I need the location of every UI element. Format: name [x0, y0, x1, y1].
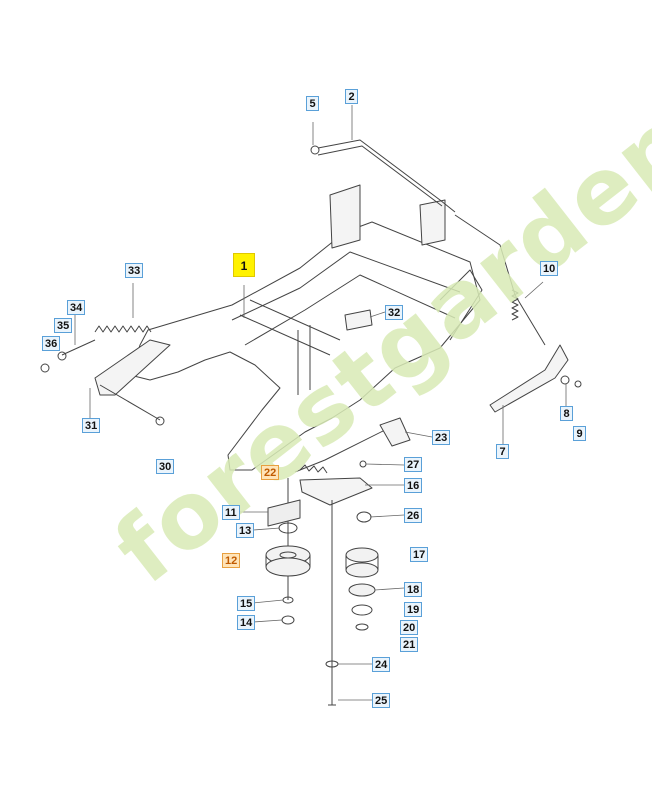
- callout-18: 18: [404, 582, 423, 597]
- pulley-12-bottom: [265, 557, 311, 577]
- callout-36: 36: [42, 336, 61, 351]
- callout-34: 34: [67, 300, 86, 315]
- callout-22: 22: [261, 465, 280, 480]
- callout-23: 23: [432, 430, 451, 445]
- frame-front-plate: [329, 184, 361, 249]
- bracket-11: [267, 499, 301, 527]
- top-rod: [317, 139, 456, 213]
- top-rod-end: [310, 145, 320, 155]
- callout-15: 15: [237, 596, 256, 611]
- spring-22: [299, 464, 328, 474]
- frame-crossbar: [239, 299, 341, 356]
- washer-20: [355, 623, 369, 631]
- frame-rail-left: [231, 251, 461, 321]
- arm-7: [489, 344, 569, 413]
- washer-35: [57, 351, 67, 361]
- link-rod-right: [454, 214, 546, 346]
- callout-14: 14: [237, 615, 256, 630]
- callout-5: 5: [306, 96, 319, 111]
- callout-27: 27: [404, 457, 423, 472]
- callout-11: 11: [222, 505, 240, 520]
- callout-24: 24: [372, 657, 391, 672]
- pulley-17-bottom: [345, 562, 379, 578]
- frame-rail-mid: [244, 274, 456, 346]
- callout-8: 8: [560, 406, 573, 421]
- bushing-26: [356, 511, 372, 523]
- nut-14: [281, 615, 295, 625]
- bolt-34: [61, 339, 96, 356]
- callout-19: 19: [404, 602, 423, 617]
- callout-16: 16: [404, 478, 423, 493]
- bolt-8: [560, 375, 570, 385]
- pivot-32: [344, 309, 373, 331]
- callout-9: 9: [573, 426, 586, 441]
- nut-9: [574, 380, 582, 388]
- bolt-25: [328, 690, 336, 706]
- nut-36: [40, 363, 50, 373]
- callout-20: 20: [400, 620, 419, 635]
- callout-25: 25: [372, 693, 391, 708]
- lever-23: [379, 417, 411, 447]
- callout-17: 17: [410, 547, 429, 562]
- left-lever: [94, 339, 171, 396]
- callout-31: 31: [82, 418, 101, 433]
- callout-1: 1: [233, 253, 255, 277]
- callout-13: 13: [236, 523, 255, 538]
- plate-16: [299, 477, 373, 506]
- frame-bracket-right: [419, 199, 446, 246]
- frame-right-arm: [439, 269, 483, 341]
- callout-12: 12: [222, 553, 241, 568]
- spring-33: [94, 325, 152, 333]
- callout-21: 21: [400, 637, 419, 652]
- callout-30: 30: [156, 459, 175, 474]
- bearing-18: [348, 583, 376, 597]
- frame-tube: [297, 325, 311, 395]
- callout-7: 7: [496, 444, 509, 459]
- callout-10: 10: [540, 261, 559, 276]
- cable-22: [294, 427, 401, 473]
- callout-35: 35: [54, 318, 73, 333]
- nut-27: [359, 460, 367, 468]
- callout-33: 33: [125, 263, 144, 278]
- washer-19: [351, 604, 373, 616]
- spring-10: [511, 289, 519, 321]
- callout-2: 2: [345, 89, 358, 104]
- callout-32: 32: [385, 305, 404, 320]
- callout-26: 26: [404, 508, 423, 523]
- pulley-17-top: [345, 547, 379, 563]
- bolt-31: [99, 384, 161, 421]
- frame-outline: [129, 221, 481, 471]
